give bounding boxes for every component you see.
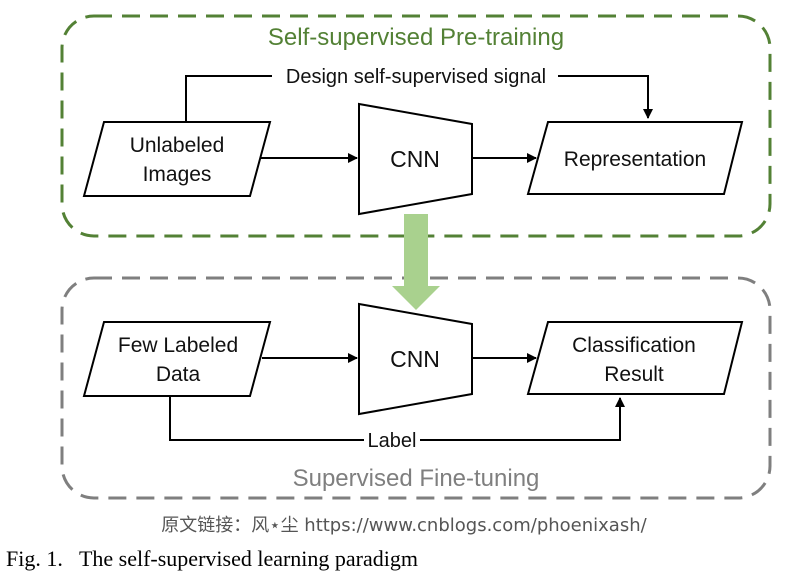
pretraining-container [60, 14, 772, 238]
classification-result-label-line2: Result [604, 363, 664, 386]
label-edge-text: Label [368, 430, 417, 452]
cnn-bottom-node [358, 302, 473, 416]
representation-node [526, 121, 744, 195]
signal-path-right [558, 75, 653, 119]
signal-label: Design self-supervised signal [286, 66, 546, 88]
representation-label: Representation [564, 148, 706, 171]
figure-caption: Fig. 1. The self-supervised learning par… [6, 546, 418, 571]
signal-path-left [185, 75, 272, 122]
transfer-arrow [392, 214, 440, 310]
label-path-right [420, 397, 625, 441]
few-labeled-data-label-line2: Data [156, 363, 201, 386]
finetuning-title: Supervised Fine-tuning [293, 465, 540, 492]
classification-result-label-line1: Classification [572, 334, 696, 357]
cnn-top-label: CNN [390, 146, 440, 172]
unlabeled-images-label-line2: Images [143, 163, 212, 186]
cnn-bottom-label: CNN [390, 346, 440, 372]
classification-result-node [526, 321, 744, 395]
cnn-top-node [358, 102, 473, 216]
watermark-text: 原文链接：风⋆尘 https://www.cnblogs.com/phoenix… [161, 515, 647, 536]
unlabeled-images-node [82, 121, 272, 197]
few-labeled-data-label-line1: Few Labeled [118, 334, 238, 357]
unlabeled-images-label-line1: Unlabeled [130, 134, 225, 157]
pretraining-title: Self-supervised Pre-training [268, 24, 564, 51]
few-labeled-data-node [82, 321, 272, 397]
label-path-left [169, 396, 364, 441]
